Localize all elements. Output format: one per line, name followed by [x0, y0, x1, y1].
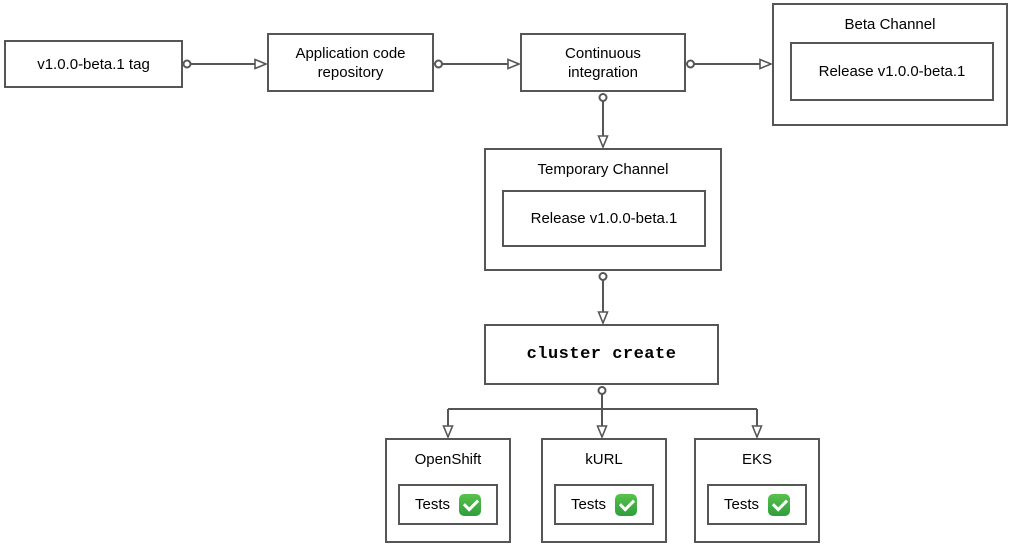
temporary-channel-title: Temporary Channel — [537, 161, 669, 178]
kurl-tests-box: Tests — [554, 484, 654, 525]
application-code-repository-label: Application code repository — [295, 44, 406, 81]
check-emoji-icon — [459, 493, 481, 516]
check-emoji-icon — [615, 493, 637, 516]
temporary-channel-release-label: Release v1.0.0-beta.1 — [530, 210, 678, 227]
group-platform-kurl: kURL Tests — [541, 438, 667, 543]
check-emoji-icon — [768, 493, 790, 516]
node-version-tag: v1.0.0-beta.1 tag — [4, 40, 183, 88]
openshift-tests-box: Tests — [398, 484, 498, 525]
continuous-integration-label: Continuous integration — [565, 44, 641, 81]
cluster-create-label: cluster create — [526, 345, 677, 364]
edge-repo-to-ci — [434, 58, 522, 70]
edge-cluster-create-to-platforms — [442, 386, 763, 440]
openshift-title: OpenShift — [414, 451, 482, 468]
node-application-code-repository: Application code repository — [267, 33, 434, 92]
edge-tag-to-repo — [182, 58, 269, 70]
edge-temporary-channel-to-cluster-create — [597, 272, 609, 326]
node-continuous-integration: Continuous integration — [520, 33, 686, 92]
openshift-tests-label: Tests — [414, 496, 450, 513]
eks-tests-box: Tests — [707, 484, 807, 525]
version-tag-label: v1.0.0-beta.1 tag — [37, 55, 150, 73]
beta-channel-release-label: Release v1.0.0-beta.1 — [818, 63, 966, 80]
temporary-channel-release-box: Release v1.0.0-beta.1 — [502, 190, 706, 247]
beta-channel-title: Beta Channel — [844, 16, 936, 33]
group-temporary-channel: Temporary Channel Release v1.0.0-beta.1 — [484, 148, 722, 271]
node-cluster-create: cluster create — [484, 324, 719, 385]
beta-channel-release-box: Release v1.0.0-beta.1 — [790, 42, 994, 101]
kurl-title: kURL — [585, 451, 623, 468]
kurl-tests-label: Tests — [570, 496, 606, 513]
eks-title: EKS — [741, 451, 772, 468]
group-platform-openshift: OpenShift Tests — [385, 438, 511, 543]
group-platform-eks: EKS Tests — [694, 438, 820, 543]
group-beta-channel: Beta Channel Release v1.0.0-beta.1 — [772, 3, 1008, 126]
eks-tests-label: Tests — [723, 496, 759, 513]
edge-ci-to-temporary-channel — [597, 93, 609, 150]
edge-ci-to-beta-channel — [686, 58, 774, 70]
